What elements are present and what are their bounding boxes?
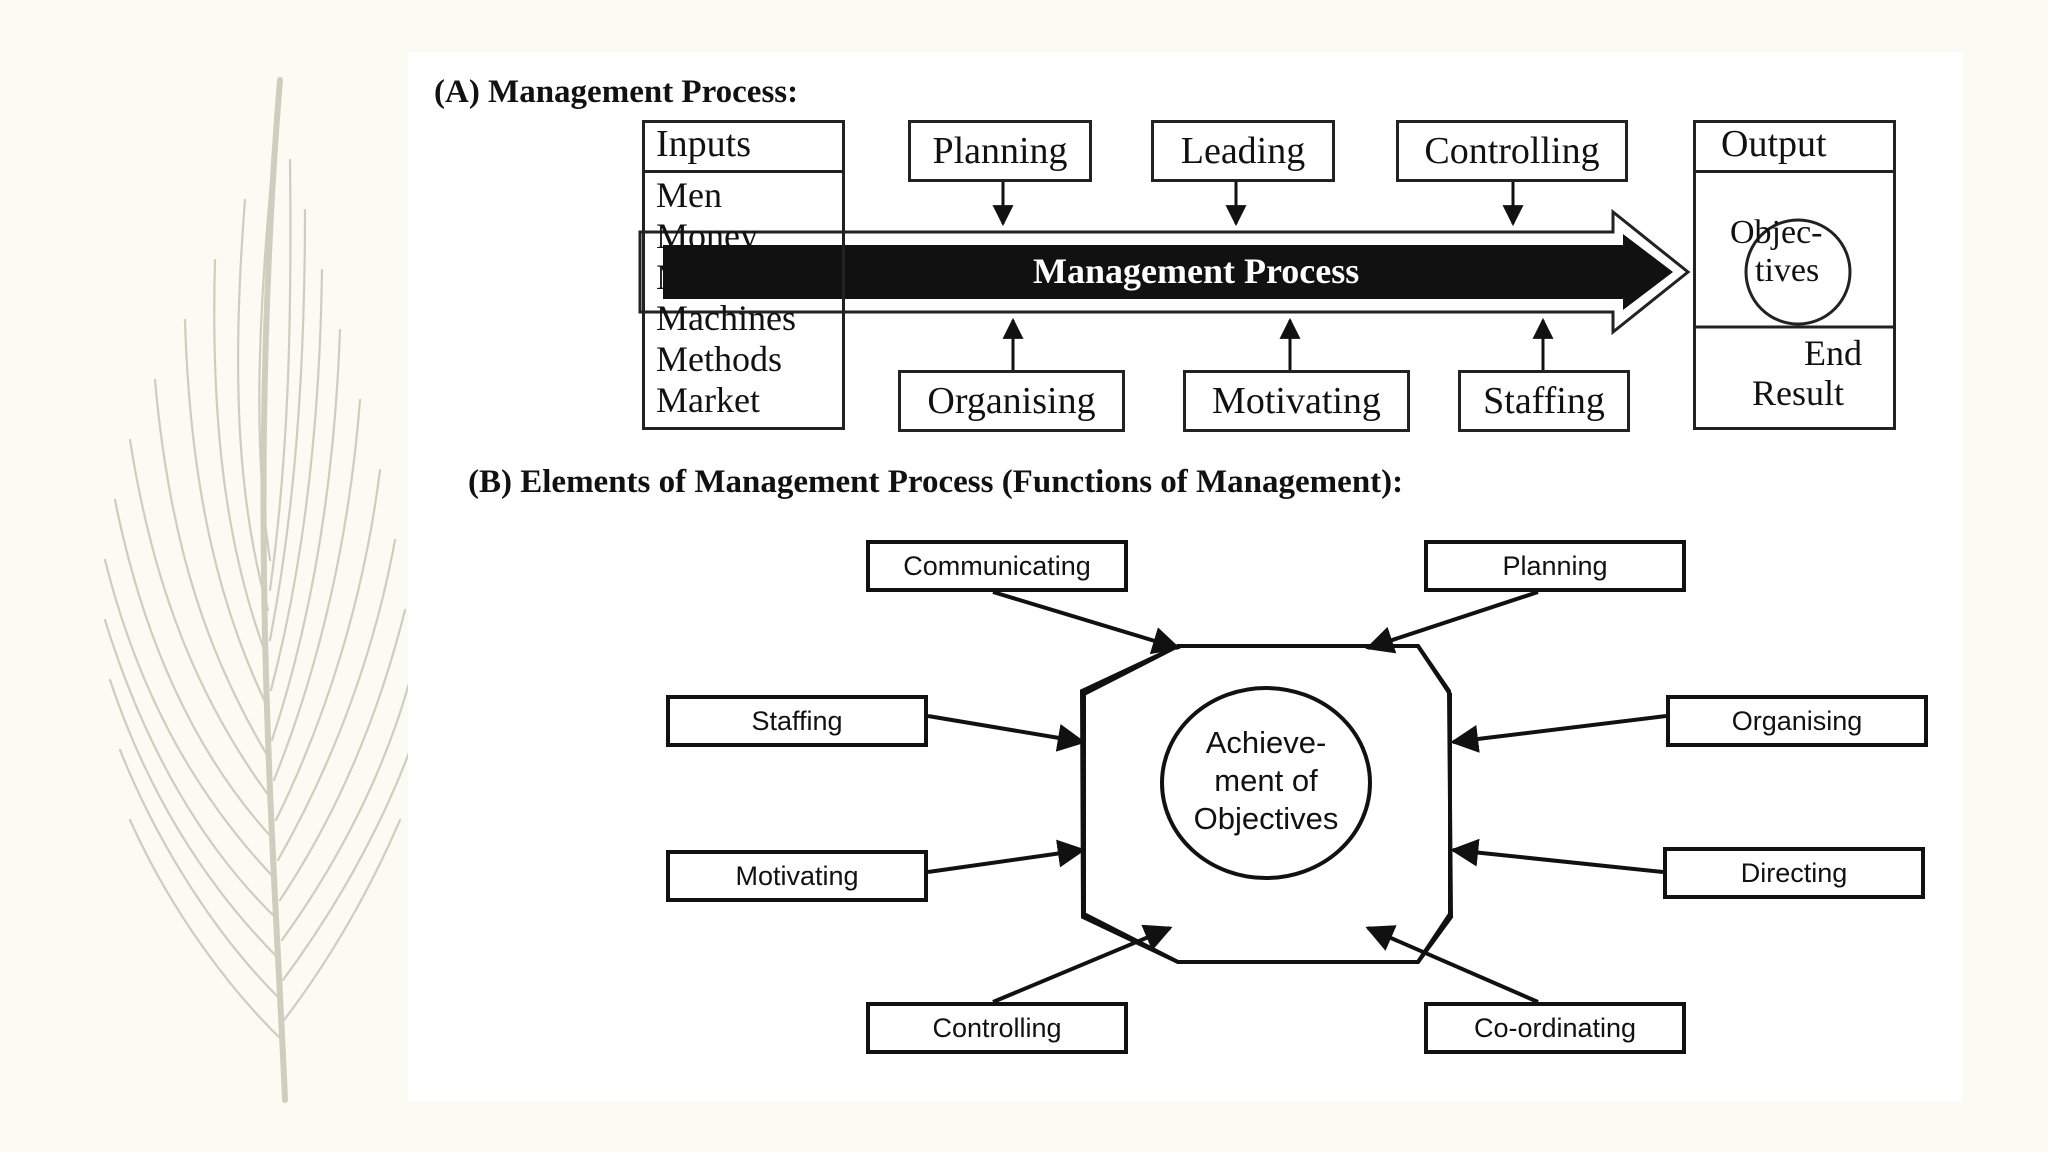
diagram-connectors — [638, 182, 1893, 1004]
achievement-line1: Achieve- — [1205, 725, 1327, 760]
input-item-materials: Materials — [656, 257, 792, 297]
function-box-planning: Planning — [908, 120, 1092, 182]
organising-arrow — [1450, 714, 1667, 753]
section-b-title: (B) Elements of Management Process (Func… — [468, 464, 1404, 500]
achievement-line2: ment of — [1214, 763, 1318, 798]
input-item-machines: Machines — [656, 298, 796, 338]
function-box-staffing: Staffing — [1458, 370, 1630, 432]
directing-arrow — [1450, 838, 1664, 874]
output-body-box — [1693, 170, 1896, 430]
input-item-methods: Methods — [656, 339, 782, 379]
planning-arrow — [1365, 590, 1539, 654]
process-arrow-fill — [663, 234, 1673, 310]
end-result-line2: Result — [1752, 373, 1845, 413]
controlling-arrow — [992, 924, 1173, 1004]
management-process-label: Management Process — [1033, 251, 1360, 291]
staffing-arrow — [927, 714, 1086, 752]
output-heading-box — [1693, 120, 1896, 170]
element-box-controlling: Controlling — [866, 1002, 1128, 1054]
end-result-line1: End — [1804, 333, 1862, 373]
inputs-list-box — [642, 170, 845, 430]
diagram-panel: (A) Management Process: Inputs Men Money… — [408, 52, 1963, 1102]
function-box-controlling: Controlling — [1396, 120, 1628, 182]
element-box-coordinating: Co-ordinating — [1424, 1002, 1686, 1054]
output-heading: Output — [1721, 123, 1827, 165]
input-item-men: Men — [656, 175, 722, 215]
achievement-circle — [1160, 686, 1372, 880]
input-item-money: Money — [656, 216, 758, 256]
motivating-arrow — [927, 839, 1086, 874]
objectives-line2: tives — [1755, 252, 1820, 289]
feather-decoration — [103, 77, 412, 1103]
center-octagon-outer — [1082, 644, 1452, 964]
inputs-heading: Inputs — [656, 123, 751, 165]
element-box-staffing: Staffing — [666, 695, 928, 747]
achievement-label: Achieve- ment of Objectives — [1166, 724, 1366, 838]
element-box-motivating: Motivating — [666, 850, 928, 902]
communicating-arrow — [992, 590, 1181, 655]
element-box-planning: Planning — [1424, 540, 1686, 592]
element-box-directing: Directing — [1663, 847, 1925, 899]
element-box-organising: Organising — [1666, 695, 1928, 747]
objectives-circle — [1744, 218, 1852, 326]
function-box-motivating: Motivating — [1183, 370, 1410, 432]
objectives-line1: Objec- — [1730, 214, 1823, 251]
coordinating-arrow — [1365, 925, 1539, 1004]
achievement-line3: Objectives — [1193, 801, 1339, 836]
element-box-communicating: Communicating — [866, 540, 1128, 592]
section-a-title: (A) Management Process: — [434, 74, 799, 110]
input-item-market: Market — [656, 380, 760, 420]
function-box-organising: Organising — [898, 370, 1125, 432]
function-box-leading: Leading — [1151, 120, 1335, 182]
inputs-heading-box — [642, 120, 845, 170]
